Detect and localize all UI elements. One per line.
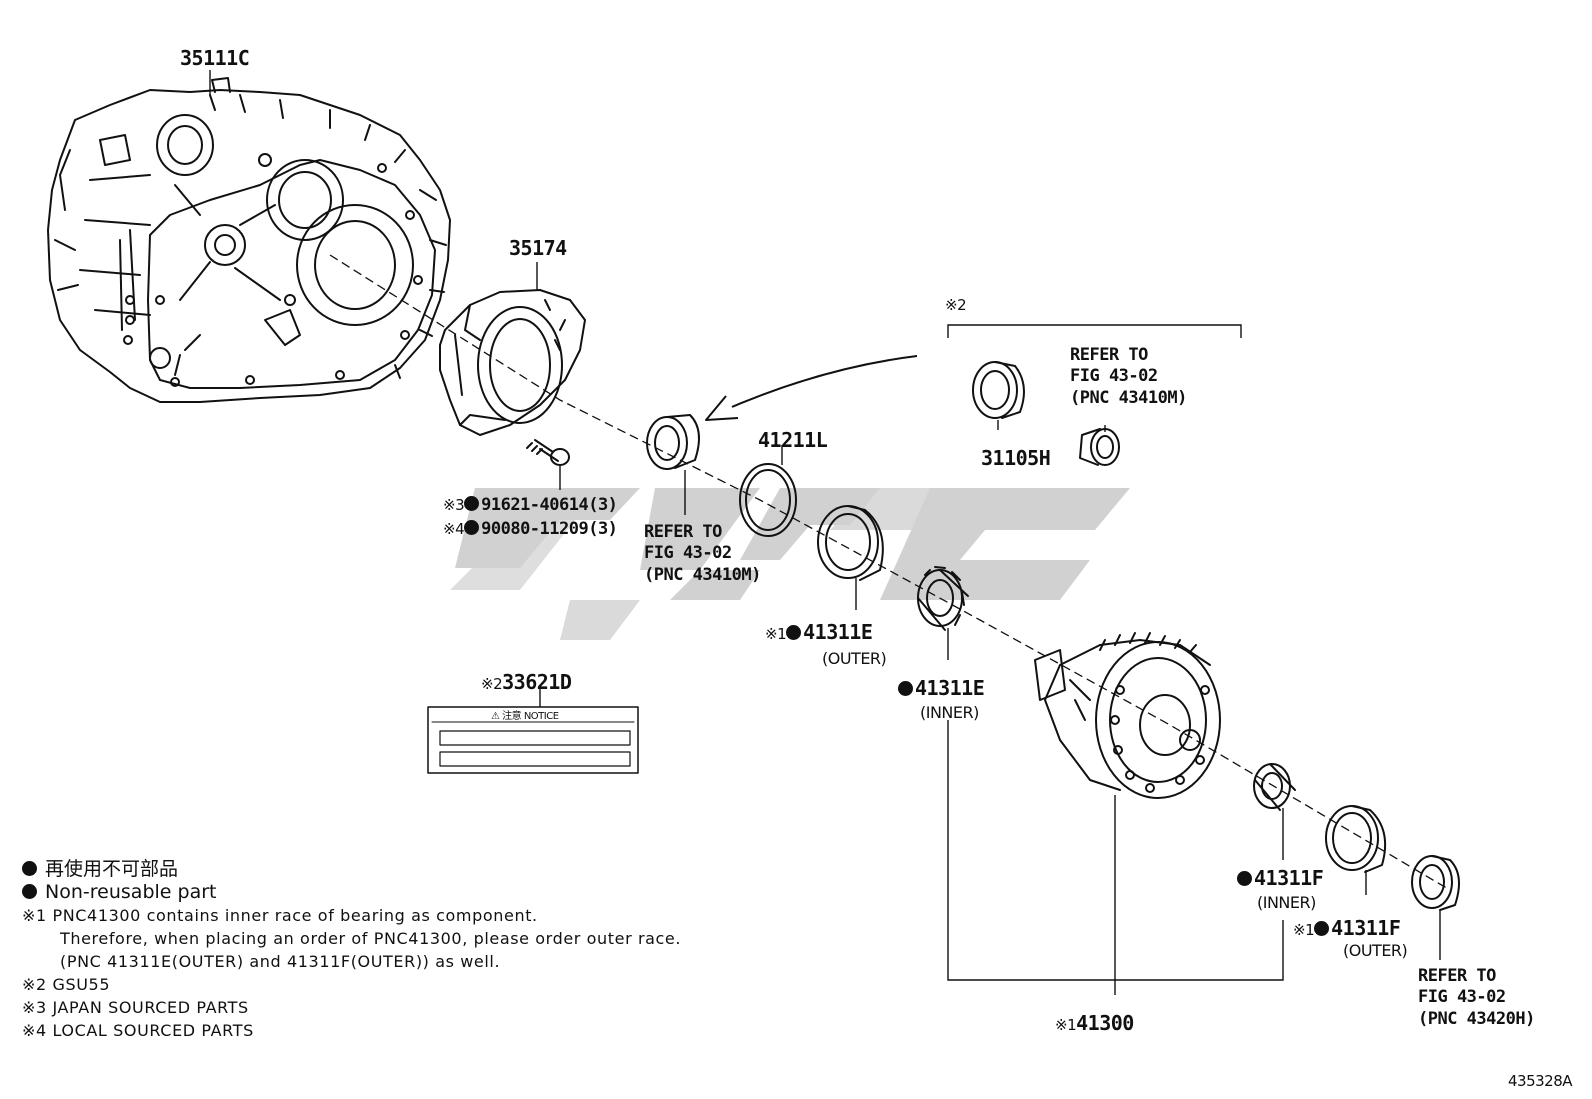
qualifier-inner-f: (INNER) — [1257, 893, 1316, 912]
part-label-31105h[interactable]: 31105H — [981, 446, 1051, 470]
non-reusable-dot-icon — [464, 520, 480, 535]
bearing-outer-race-f-drawing — [1325, 805, 1386, 873]
refer-to-fig-bottom[interactable]: REFER TO FIG 43-02 (PNC 43420H) — [1418, 966, 1535, 1029]
legend-en: Non-reusable part — [22, 881, 681, 904]
part-label-41300[interactable]: ※141300 — [1055, 1011, 1134, 1035]
bearing-inner-e-drawing — [917, 566, 969, 631]
oil-deflector-drawing — [439, 289, 586, 436]
bolt-drawing — [526, 439, 570, 466]
legend-note-1-line-1: ※1 PNC41300 contains inner race of beari… — [22, 906, 538, 925]
non-reusable-dot-icon — [22, 884, 37, 899]
oil-seal-gsu55-drawing — [972, 361, 1025, 419]
legend-note-4: ※4 LOCAL SOURCED PARTS — [22, 1021, 254, 1040]
oil-seal-drawing — [646, 414, 700, 470]
transaxle-case-drawing — [47, 77, 451, 403]
qualifier-inner-e: (INNER) — [920, 703, 979, 722]
note-mark-4: ※4 — [443, 520, 465, 538]
non-reusable-dot-icon — [786, 625, 802, 640]
note-mark-gsu55: ※2 — [945, 296, 967, 314]
legend-note-3: ※3 JAPAN SOURCED PARTS — [22, 998, 249, 1017]
note-mark-1: ※1 — [765, 625, 787, 643]
bearing-gsu55-drawing — [1079, 428, 1120, 466]
non-reusable-dot-icon — [1314, 921, 1330, 936]
non-reusable-dot-icon — [1237, 871, 1252, 886]
non-reusable-dot-icon — [464, 496, 480, 511]
legend: 再使用不可部品 Non-reusable part ※1 PNC41300 co… — [22, 858, 681, 1042]
notice-label-text: ⚠ 注意 NOTICE — [491, 711, 559, 722]
legend-note-1-line-3: (PNC 41311E(OUTER) and 41311F(OUTER)) as… — [60, 952, 501, 971]
non-reusable-dot-icon — [898, 681, 913, 696]
note-mark-3: ※3 — [443, 496, 465, 514]
bearing-outer-race-e-drawing — [817, 505, 884, 581]
legend-jp: 再使用不可部品 — [22, 858, 681, 881]
refer-to-fig-middle[interactable]: REFER TO FIG 43-02 (PNC 43410M) — [644, 522, 761, 585]
note-mark-1: ※1 — [1293, 921, 1315, 939]
part-label-41311f-inner[interactable]: 41311F — [1237, 868, 1324, 888]
notice-label-drawing — [427, 706, 639, 774]
figure-id: 435328A — [1508, 1072, 1573, 1090]
assembly-axis-line — [329, 254, 1451, 891]
part-label-33621d[interactable]: ※233621D — [481, 670, 572, 694]
non-reusable-dot-icon — [22, 861, 37, 876]
qualifier-outer-f: (OUTER) — [1343, 941, 1408, 960]
legend-note-1-line-2: Therefore, when placing an order of PNC4… — [60, 929, 682, 948]
refer-to-fig-top[interactable]: REFER TO FIG 43-02 (PNC 43410M) — [1070, 345, 1187, 408]
leader-lines — [209, 70, 1441, 995]
qualifier-outer-e: (OUTER) — [822, 649, 887, 668]
note-mark-1: ※1 — [1055, 1016, 1077, 1034]
part-label-35111c[interactable]: 35111C — [180, 46, 250, 70]
shim-drawing — [739, 463, 797, 537]
note-mark-2: ※2 — [481, 675, 503, 693]
oil-seal-bottom-drawing — [1411, 855, 1460, 911]
part-label-41211l[interactable]: 41211L — [758, 428, 828, 452]
gsu55-arrow — [705, 355, 918, 421]
bearing-inner-f-drawing — [1253, 763, 1296, 811]
legend-note-2: ※2 GSU55 — [22, 975, 111, 994]
part-label-41311e-inner[interactable]: 41311E — [898, 678, 985, 698]
differential-drawing — [1034, 632, 1221, 799]
part-label-35174[interactable]: 35174 — [509, 236, 567, 260]
